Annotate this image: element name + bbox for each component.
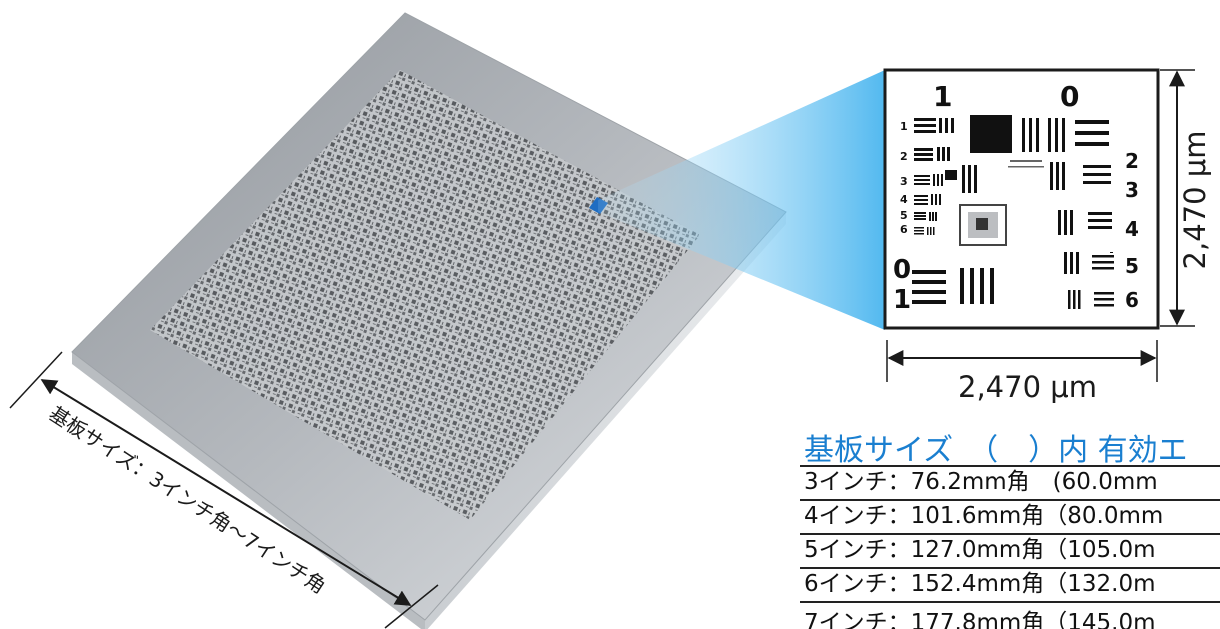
substrate-front-edge bbox=[425, 212, 786, 629]
substrate-size-table: 基板サイズ （ ）内 有効エ 3インチ：76.2mm角 (60.0mm 4インチ… bbox=[800, 425, 1220, 629]
left-number: 2 bbox=[900, 150, 908, 163]
table-rule bbox=[800, 533, 1220, 535]
pattern-height-label-wrap: 2,470 μm bbox=[1170, 80, 1220, 320]
right-number: 3 bbox=[1125, 178, 1139, 202]
pattern-group-label-1: 1 bbox=[933, 80, 952, 113]
micro-text-lines bbox=[1008, 160, 1044, 168]
pattern-height-label: 2,470 μm bbox=[1178, 130, 1212, 270]
left-number: 1 bbox=[900, 120, 908, 133]
table-rule bbox=[800, 567, 1220, 569]
right-number: 4 bbox=[1125, 217, 1139, 241]
right-number: 5 bbox=[1125, 254, 1139, 278]
table-row: 6インチ：152.4mm角（132.0m bbox=[804, 571, 1156, 597]
table-rule bbox=[800, 601, 1220, 603]
right-element-numbers: 2 3 4 5 6 bbox=[1125, 149, 1139, 312]
table-row: 3インチ：76.2mm角 (60.0mm bbox=[804, 469, 1158, 495]
table-row: 4インチ：101.6mm角（80.0mm bbox=[804, 503, 1164, 529]
right-number: 2 bbox=[1125, 149, 1139, 173]
pattern-group-label-0: 0 bbox=[1060, 80, 1079, 113]
magnification-beam bbox=[598, 70, 885, 330]
enlarged-test-pattern: 1 0 1 2 3 4 5 6 2 3 4 5 6 0 1 bbox=[883, 68, 1160, 330]
test-pattern-frame bbox=[883, 68, 1160, 330]
table-rule bbox=[800, 465, 1220, 467]
bottom-group-label-1: 1 bbox=[893, 285, 911, 315]
bottom-group-label-0: 0 bbox=[893, 255, 911, 285]
left-number: 6 bbox=[900, 223, 908, 236]
table-title: 基板サイズ （ ）内 有効エ bbox=[804, 433, 1188, 468]
right-number: 6 bbox=[1125, 288, 1139, 312]
left-number: 3 bbox=[900, 175, 908, 188]
left-number: 4 bbox=[900, 193, 908, 206]
table-row: 5インチ：127.0mm角（105.0m bbox=[804, 537, 1156, 563]
bar-targets bbox=[912, 118, 1114, 309]
left-element-numbers: 1 2 3 4 5 6 bbox=[900, 120, 908, 236]
substrate-dimension-right-tick bbox=[384, 584, 439, 629]
nested-target-core bbox=[976, 218, 988, 230]
table-rule bbox=[800, 499, 1220, 501]
left-number: 5 bbox=[900, 209, 908, 222]
pattern-width-label: 2,470 μm bbox=[958, 370, 1097, 404]
substrate-dimension-left-tick bbox=[9, 351, 63, 409]
substrate-dimension-arrow bbox=[40, 379, 412, 606]
table-row: 7インチ：177.8mm角（145.0m bbox=[804, 610, 1156, 629]
solid-square-target bbox=[970, 115, 1012, 153]
